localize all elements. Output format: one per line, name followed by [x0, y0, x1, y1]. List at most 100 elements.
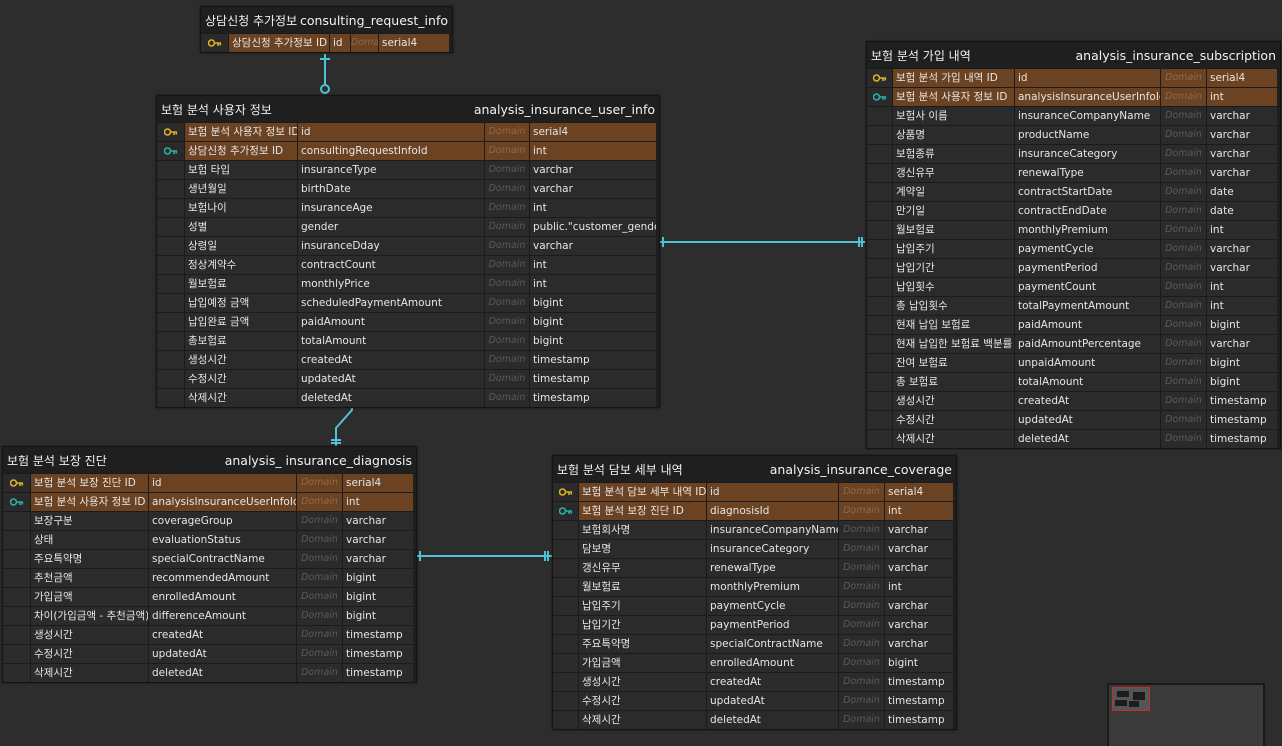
table-display-name: 보험 분석 담보 세부 내역	[557, 462, 683, 477]
column-data-type: varchar	[885, 635, 953, 653]
key-cell	[553, 635, 579, 653]
column-logical-name: 총 납입횟수	[893, 297, 1015, 315]
column-data-type: varchar	[885, 559, 953, 577]
column-physical-name: analysisInsuranceUserInfoId	[149, 493, 297, 511]
minimap[interactable]	[1107, 683, 1265, 746]
column-logical-name: 생성시간	[185, 351, 298, 369]
minimap-viewport[interactable]	[1112, 687, 1150, 711]
column-physical-name: analysisInsuranceUserInfoId	[1015, 88, 1161, 106]
column-physical-name: paidAmount	[1015, 316, 1161, 334]
key-cell	[867, 69, 893, 87]
column-data-type: int	[530, 142, 656, 160]
key-cell	[867, 354, 893, 372]
column-physical-name: createdAt	[707, 673, 839, 691]
column-logical-name: 차이(가입금액 - 추천금액)	[31, 607, 149, 625]
column-physical-name: birthDate	[298, 180, 485, 198]
column-domain: Domain	[1161, 430, 1207, 448]
key-cell	[867, 392, 893, 410]
column-data-type: int	[1207, 221, 1277, 239]
column-row[interactable]: 성별genderDomainpublic."customer_gender_en…	[157, 217, 659, 236]
column-logical-name: 보험사 이름	[893, 107, 1015, 125]
key-cell	[553, 578, 579, 596]
key-cell	[867, 316, 893, 334]
column-logical-name: 월보험료	[893, 221, 1015, 239]
column-physical-name: deletedAt	[1015, 430, 1161, 448]
key-cell	[867, 278, 893, 296]
key-cell	[157, 313, 185, 331]
column-logical-name: 주요특약명	[31, 550, 149, 568]
key-cell	[867, 297, 893, 315]
column-data-type: varchar	[343, 512, 413, 530]
